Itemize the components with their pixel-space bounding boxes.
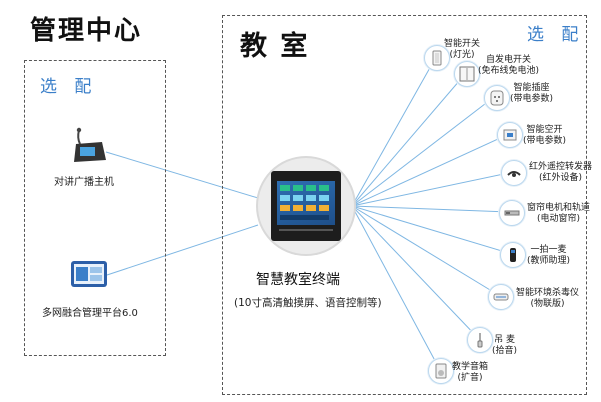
ir-remote-icon: [501, 160, 527, 186]
breaker-icon: [497, 122, 523, 148]
hanging-mic-icon: [467, 327, 493, 353]
terminal-subtitle: (10寸高清触摸屏、语音控制等): [234, 297, 382, 309]
device-3-label: 智能插座(带电参数): [510, 83, 554, 104]
curtain-motor-icon: [499, 200, 525, 226]
speaker-icon: [428, 358, 454, 384]
air-sterilizer-icon: [488, 284, 514, 310]
mic-icon: [500, 242, 526, 268]
intercom-host-icon: [66, 126, 108, 166]
admin-optional-box: [24, 60, 166, 356]
terminal-device: [258, 158, 354, 254]
terminal-title: 智慧教室终端: [256, 272, 340, 288]
device-2-label: 自发电开关(免布线免电池): [478, 55, 540, 76]
platform-label: 多网融合管理平台6.0: [42, 308, 138, 319]
device-7-label: 一拍一麦(教师助理): [527, 245, 571, 266]
socket-icon: [484, 85, 510, 111]
intercom-host-label: 对讲广播主机: [54, 177, 114, 188]
platform-icon: [70, 258, 108, 292]
terminal-screen: [277, 181, 335, 225]
admin-center-title: 管理中心: [30, 16, 143, 46]
device-8-label: 智能环境杀毒仪(物联版): [516, 288, 580, 309]
admin-optional-label: 选 配: [40, 77, 98, 97]
classroom-box: [222, 15, 587, 395]
wireless-switch-icon: [454, 61, 480, 87]
device-9-label: 吊 麦(拾音): [492, 335, 518, 356]
switch-icon: [424, 45, 450, 71]
device-6-label: 窗帘电机和轨道(电动窗帘): [527, 203, 591, 224]
classroom-title: 教 室: [240, 31, 310, 62]
terminal-bezel: [271, 171, 341, 241]
classroom-optional-label: 选 配: [527, 25, 585, 45]
device-4-label: 智能空开(带电参数): [523, 125, 567, 146]
device-1-label: 智能开关(灯光): [444, 39, 481, 60]
device-10-label: 教学音箱(扩音): [452, 362, 489, 383]
device-5-label: 红外遥控转发器(红外设备): [529, 162, 593, 183]
